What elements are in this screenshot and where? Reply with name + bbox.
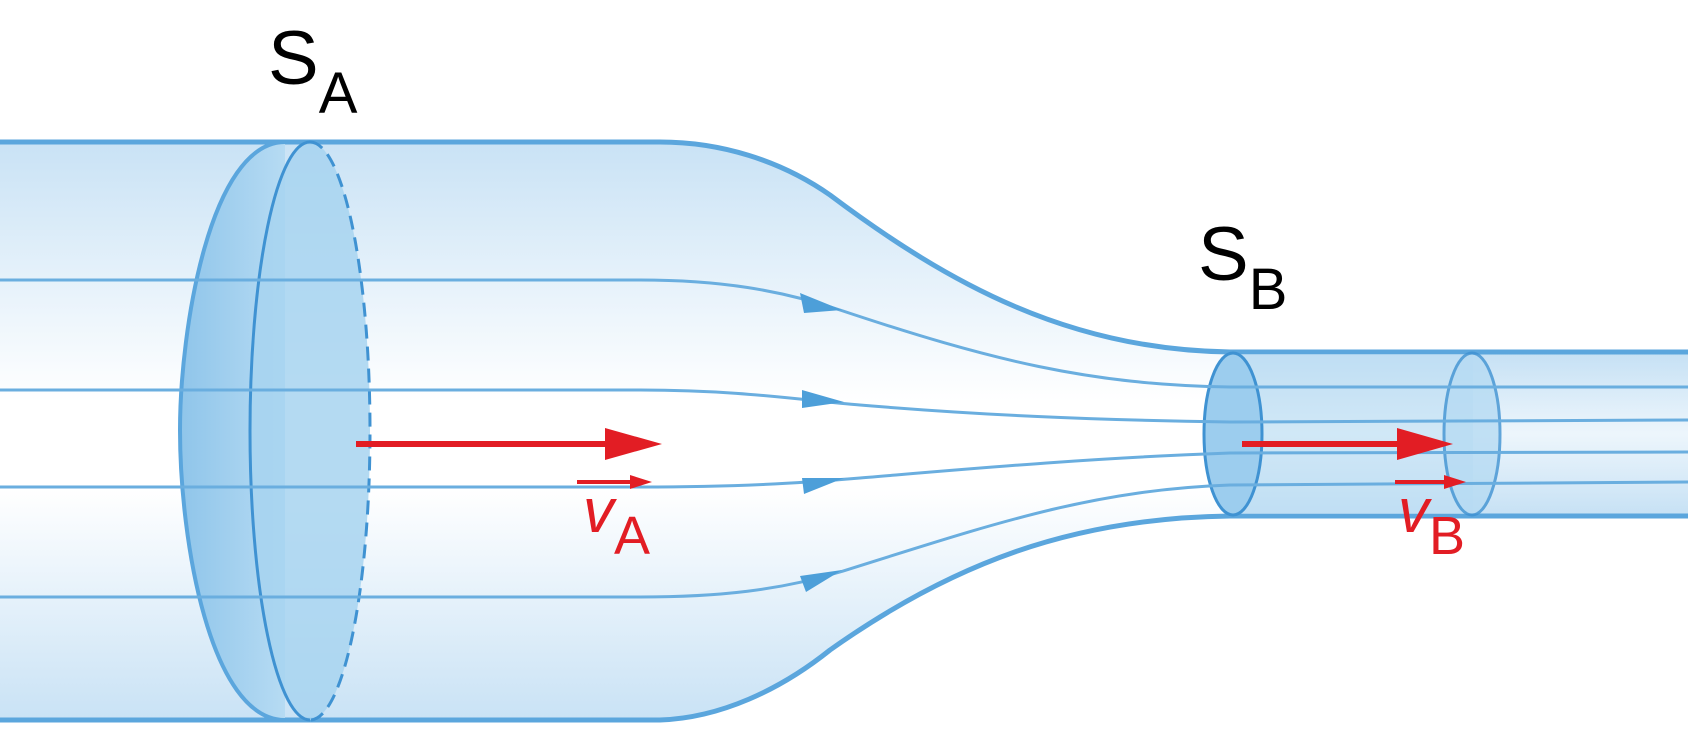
velocity-arrow-b <box>1242 428 1466 489</box>
pipe-body <box>0 142 1688 720</box>
right-arrow-icon <box>1397 428 1453 460</box>
triangle-arrowhead-icon <box>800 293 842 313</box>
streamline-1 <box>0 278 1688 389</box>
cross-section-a <box>177 140 372 722</box>
velocity-b-label: vB <box>1398 477 1465 566</box>
streamline-arrowheads <box>800 293 844 592</box>
right-arrow-icon <box>605 428 662 460</box>
streamline-4 <box>0 480 1688 599</box>
streamline-3 <box>0 450 1688 489</box>
cross-section-b <box>1202 351 1502 517</box>
triangle-arrowhead-icon <box>800 570 842 592</box>
streamlines <box>0 278 1688 599</box>
right-arrow-icon <box>630 475 652 489</box>
pipe-top-outline <box>0 139 1688 355</box>
streamline-2 <box>0 388 1688 424</box>
triangle-arrowhead-icon <box>802 478 844 494</box>
velocity-a-label: vA <box>583 477 650 566</box>
pipe-bottom-outline <box>0 513 1688 723</box>
right-arrow-icon <box>1444 475 1466 489</box>
velocity-arrow-a <box>356 428 662 489</box>
triangle-arrowhead-icon <box>802 390 844 408</box>
section-a-label: SA <box>268 16 358 126</box>
section-b-label: SB <box>1198 212 1287 322</box>
